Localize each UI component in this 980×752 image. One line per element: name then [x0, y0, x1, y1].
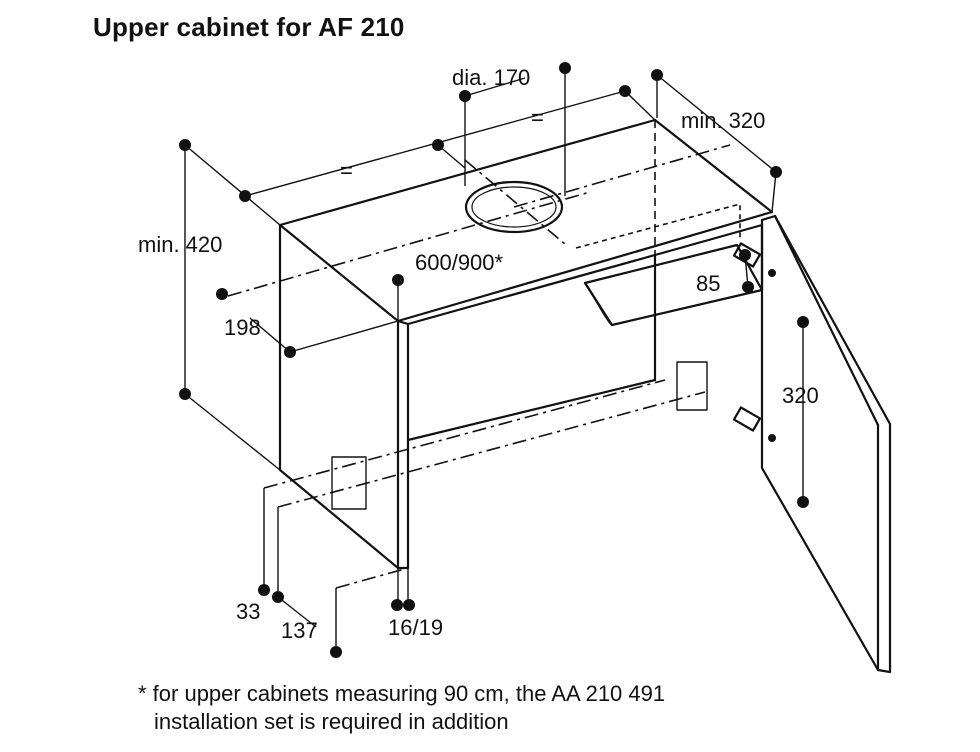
dim-dot: [284, 346, 296, 358]
footnote-line-1: * for upper cabinets measuring 90 cm, th…: [138, 681, 666, 706]
dim-dot: [272, 591, 284, 603]
dim-label-16-19: 16/19: [388, 615, 443, 640]
ext-line-height-b: [184, 393, 281, 471]
dim-dot: [559, 62, 571, 74]
cabinet-front-edge: [396, 319, 410, 570]
dim-dot: [216, 288, 228, 300]
dim-dot: [651, 69, 663, 81]
dim-label-85: 85: [696, 271, 720, 296]
door-inner-edge: [773, 214, 880, 427]
dim-label-equal-right: =: [531, 105, 544, 130]
dim-dot: [179, 139, 191, 151]
dim-line-depth: [656, 74, 777, 173]
dim-dot: [391, 599, 403, 611]
hood-outline-hidden: [575, 202, 741, 249]
ref-line-lower: [277, 391, 706, 508]
dim-line-198: [289, 320, 399, 353]
leader-198: [249, 317, 291, 353]
ref-line-bottom: [263, 379, 666, 489]
leader-137: [277, 596, 317, 628]
centerline-depth: [464, 159, 566, 245]
cabinet-door: [760, 214, 892, 674]
dim-dot: [179, 388, 191, 400]
dim-dot: [797, 316, 809, 328]
dim-label-min-320: min. 320: [681, 108, 765, 133]
hinge-lower: [732, 406, 762, 432]
dim-dot: [739, 249, 751, 261]
footnote: * for upper cabinets measuring 90 cm, th…: [138, 680, 665, 736]
ext-line-width-left: [184, 144, 281, 226]
dim-dot: [258, 584, 270, 596]
cabinet-top-underside: [406, 253, 657, 326]
cabinet-left-panel: [278, 223, 400, 570]
dim-label-equal-left: =: [340, 158, 353, 183]
dim-dot: [392, 274, 404, 286]
dim-label-198: 198: [224, 315, 261, 340]
dim-dot: [797, 496, 809, 508]
dim-line-dia-top: [464, 77, 526, 97]
dim-label-137: 137: [281, 618, 318, 643]
footnote-line-2: installation set is required in addition: [154, 709, 509, 734]
cabinet-right-top: [653, 223, 764, 257]
page-title: Upper cabinet for AF 210: [93, 12, 405, 42]
dim-dot: [770, 166, 782, 178]
ext-line-depth-b: [771, 171, 777, 213]
dim-dot: [239, 190, 251, 202]
ext-line-width-right: [624, 90, 656, 121]
dim-dot: [432, 139, 444, 151]
dim-label-33: 33: [236, 599, 260, 624]
dim-label-min-420: min. 420: [138, 232, 222, 257]
duct-opening: [464, 180, 564, 234]
cabinet-bottom-edge: [406, 378, 657, 442]
dim-label-dia: dia. 170: [452, 65, 530, 90]
dim-dot: [330, 646, 342, 658]
centerline-duct: [513, 144, 731, 208]
dim-dot: [742, 281, 754, 293]
dim-dot: [619, 85, 631, 97]
dim-dot: [459, 90, 471, 102]
centerline-width: [227, 191, 591, 297]
hood-front-curve: [583, 281, 614, 327]
hinge-pin: [768, 269, 776, 277]
dim-label-width: 600/900*: [415, 250, 504, 275]
hinge-upper: [732, 242, 762, 268]
hinge-pin: [768, 434, 776, 442]
bracket-right: [676, 361, 708, 411]
duct-opening-inner: [471, 186, 557, 228]
dim-dot: [403, 599, 415, 611]
dim-label-320: 320: [782, 383, 819, 408]
ref-line-front: [335, 567, 409, 589]
